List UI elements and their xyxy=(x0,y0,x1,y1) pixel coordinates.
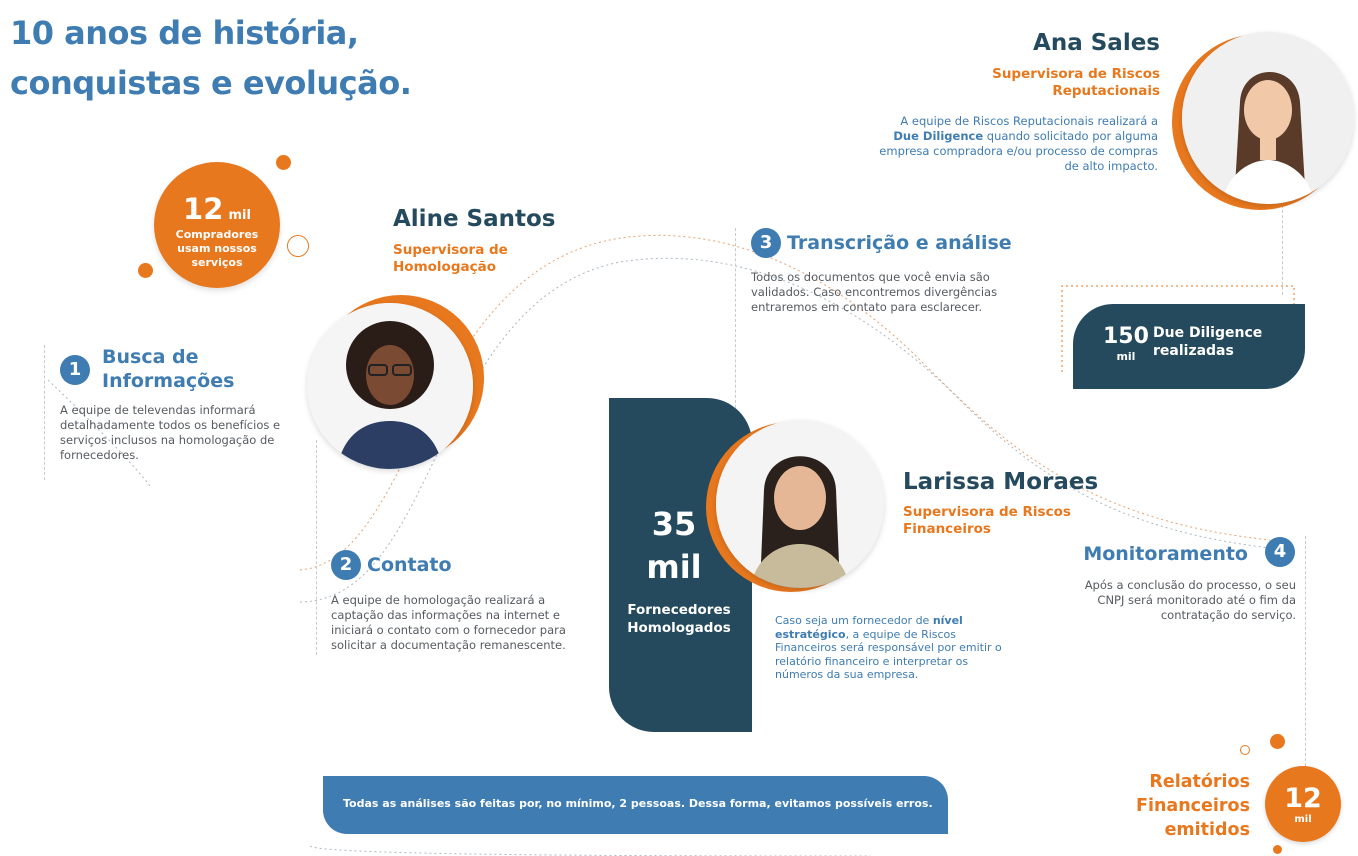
footer-note-box: Todas as análises são feitas por, no mín… xyxy=(323,776,948,834)
suppliers-label: Fornecedores Homologados xyxy=(627,602,731,636)
step-1-text: A equipe de televendas informará detalha… xyxy=(60,403,281,462)
buyers-unit: mil xyxy=(228,208,251,223)
ana-name: Ana Sales xyxy=(1033,30,1160,56)
ana-description: A equipe de Riscos Reputacionais realiza… xyxy=(879,114,1158,173)
ana-role: Supervisora de Riscos Reputacionais xyxy=(992,66,1160,99)
due-diligence-number: 150 xyxy=(1103,324,1149,349)
buyers-label: Compradores usam nossos serviços xyxy=(175,228,259,269)
step-1-title: Busca de Informações xyxy=(102,346,235,392)
person-avatar-icon xyxy=(716,420,884,588)
ring-decoration xyxy=(1240,745,1250,755)
reports-label: Relatórios Financeiros emitidos xyxy=(1136,772,1250,840)
aline-name: Aline Santos xyxy=(393,206,556,232)
step-3-number: 3 xyxy=(751,228,781,258)
ring-decoration xyxy=(287,235,309,257)
step-2-title: Contato xyxy=(367,554,452,576)
dot-decoration xyxy=(1273,845,1282,854)
step-2-text: A equipe de homologação realizará a capt… xyxy=(331,593,566,652)
larissa-name: Larissa Moraes xyxy=(903,469,1099,495)
due-diligence-unit: mil xyxy=(1116,350,1136,363)
step-4-number: 4 xyxy=(1265,537,1295,567)
due-diligence-card: 150 mil Due Diligence realizadas xyxy=(1073,304,1305,389)
reports-badge: 12 mil xyxy=(1265,766,1341,842)
person-avatar-icon xyxy=(1182,32,1354,204)
step-4-text: Após a conclusão do processo, o seu CNPJ… xyxy=(1084,578,1296,622)
guide-line xyxy=(316,440,317,655)
suppliers-number: 35 xyxy=(651,505,697,543)
step-2-number: 2 xyxy=(331,550,361,580)
dot-decoration xyxy=(138,263,153,278)
buyers-badge: 12 mil Compradores usam nossos serviços xyxy=(154,162,280,288)
larissa-description: Caso seja um fornecedor de nível estraté… xyxy=(775,614,1002,681)
guide-line xyxy=(44,345,45,480)
due-diligence-label: Due Diligence realizadas xyxy=(1153,325,1263,359)
ana-photo xyxy=(1182,32,1354,204)
larissa-role: Supervisora de Riscos Financeiros xyxy=(903,504,1071,537)
aline-role: Supervisora de Homologação xyxy=(393,242,508,275)
person-avatar-icon xyxy=(307,303,473,469)
dot-decoration xyxy=(1270,734,1285,749)
suppliers-unit: mil xyxy=(646,548,702,586)
footer-note-text: Todas as análises são feitas por, no mín… xyxy=(343,797,933,810)
step-3-title: Transcrição e análise xyxy=(787,232,1012,254)
guide-line xyxy=(735,228,736,418)
title-line-1: 10 anos de história, xyxy=(10,14,359,52)
step-4-title: Monitoramento xyxy=(1083,543,1248,565)
page-title: 10 anos de história, conquistas e evoluç… xyxy=(10,8,412,108)
larissa-photo xyxy=(716,420,884,588)
aline-photo xyxy=(307,303,473,469)
step-3-text: Todos os documentos que você envia são v… xyxy=(751,270,998,314)
buyers-number: 12 xyxy=(183,192,224,226)
guide-line xyxy=(1305,536,1306,766)
reports-unit: mil xyxy=(1294,814,1312,825)
title-line-2: conquistas e evolução. xyxy=(10,64,412,102)
reports-number: 12 xyxy=(1284,783,1322,814)
step-1-number: 1 xyxy=(60,355,90,385)
dot-decoration xyxy=(276,155,291,170)
guide-line xyxy=(1282,205,1283,295)
